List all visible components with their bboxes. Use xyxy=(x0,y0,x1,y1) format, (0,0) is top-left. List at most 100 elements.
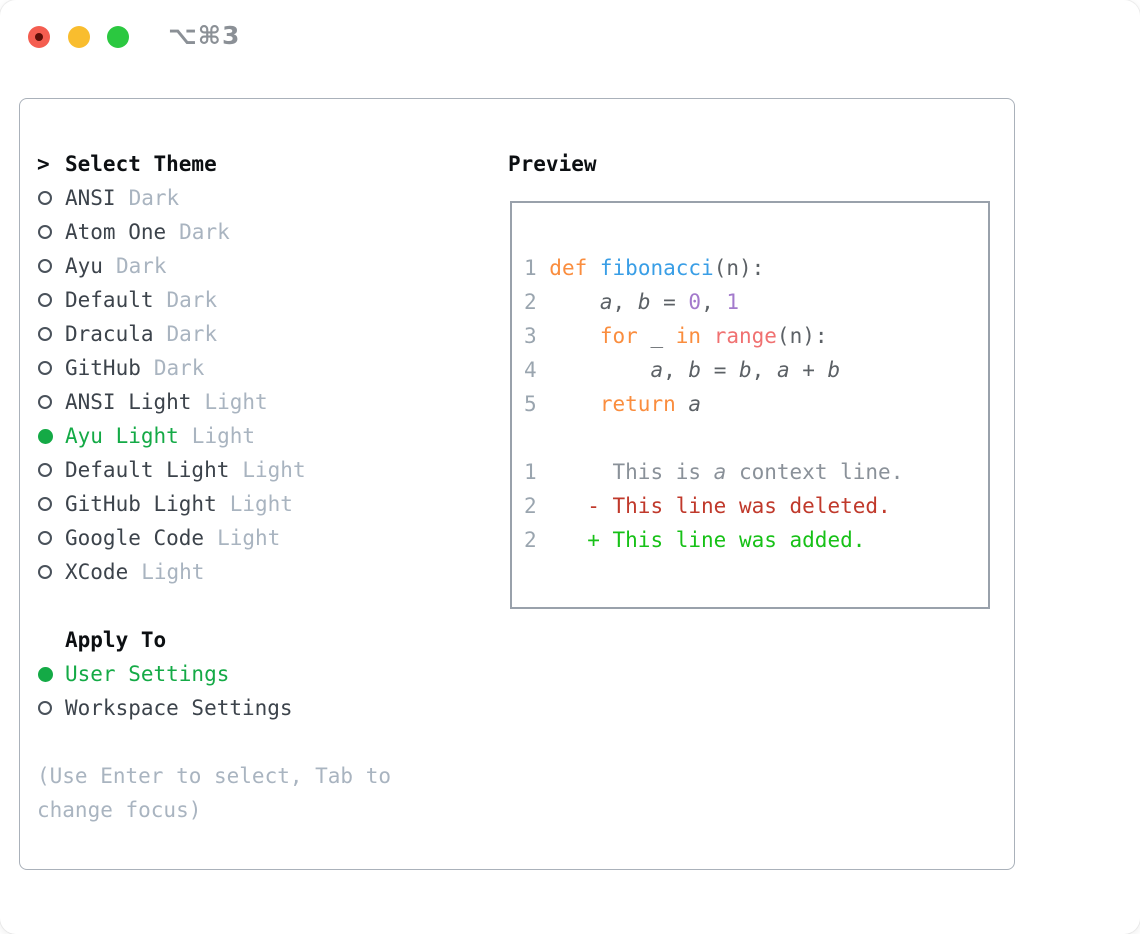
code-token: b xyxy=(827,358,841,382)
code-token: (n): xyxy=(776,324,828,348)
code-token: b xyxy=(637,290,651,314)
apply-to-option[interactable]: User Settings xyxy=(37,657,391,691)
code-line: 1 def fibonacci(n): xyxy=(524,251,978,285)
code-token: _ xyxy=(637,324,676,348)
code-token xyxy=(587,256,600,280)
radio-slot xyxy=(37,361,65,375)
code-token: b xyxy=(688,358,702,382)
radio-slot xyxy=(37,565,65,579)
code-token xyxy=(549,324,600,348)
spacer xyxy=(37,589,391,623)
code-token: fibonacci xyxy=(599,256,714,280)
code-token: 4 xyxy=(524,358,550,382)
code-token xyxy=(549,290,600,314)
prompt-caret-icon: > xyxy=(37,152,50,176)
radio-icon xyxy=(38,293,52,307)
hint-text: (Use Enter to select, Tab to xyxy=(37,764,392,788)
radio-icon xyxy=(38,497,52,511)
code-line: 2 - This line was deleted. xyxy=(524,489,978,523)
theme-option[interactable]: GitHub Light Light xyxy=(37,487,391,521)
code-line: 2 + This line was added. xyxy=(524,523,978,557)
code-token: 0 xyxy=(688,290,702,314)
apply-to-option-name: User Settings xyxy=(65,662,230,686)
code-token: = xyxy=(650,290,689,314)
code-token: 3 xyxy=(524,324,550,348)
radio-icon xyxy=(38,463,52,477)
theme-option-name: Default xyxy=(65,288,154,312)
apply-to-option-name: Workspace Settings xyxy=(65,696,293,720)
apply-to-option[interactable]: Workspace Settings xyxy=(37,691,391,725)
theme-option-tag: Light xyxy=(191,424,256,448)
code-token: + This line was added. xyxy=(549,528,866,552)
radio-slot xyxy=(37,395,65,409)
theme-option-tag: Light xyxy=(141,560,205,584)
apply-to-title: Apply To xyxy=(65,628,167,652)
radio-icon xyxy=(38,395,52,409)
theme-option[interactable]: ANSI Light Light xyxy=(37,385,391,419)
code-line: 4 a, b = b, a + b xyxy=(524,353,978,387)
radio-slot xyxy=(37,428,65,444)
radio-slot xyxy=(37,225,65,239)
code-token: context line. xyxy=(726,460,904,484)
code-token xyxy=(549,392,600,416)
radio-slot xyxy=(37,191,65,205)
code-token: 2 xyxy=(524,528,550,552)
theme-list-title: Select Theme xyxy=(65,152,217,176)
radio-icon xyxy=(38,191,52,205)
prompt-slot: > xyxy=(37,152,65,176)
code-token: 1 xyxy=(524,460,550,484)
code-token: a xyxy=(713,460,727,484)
titlebar: ⌥⌘3 xyxy=(0,0,1140,74)
code-token: range xyxy=(713,324,777,348)
theme-option-tag: Light xyxy=(229,492,293,516)
minimize-button[interactable] xyxy=(68,26,90,48)
radio-icon xyxy=(38,565,52,579)
spacer xyxy=(37,725,391,759)
code-token: for xyxy=(599,324,638,348)
radio-slot xyxy=(37,531,65,545)
theme-option-name: Ayu xyxy=(65,254,103,278)
theme-option-tag: Light xyxy=(204,390,268,414)
code-token xyxy=(701,324,714,348)
zoom-button[interactable] xyxy=(107,26,129,48)
code-token: - This line was deleted. xyxy=(549,494,891,518)
theme-option[interactable]: Default Light Light xyxy=(37,453,391,487)
radio-icon xyxy=(38,361,52,375)
code-token: + xyxy=(789,358,828,382)
code-line xyxy=(524,421,978,455)
radio-slot xyxy=(37,666,65,682)
code-line: 3 for _ in range(n): xyxy=(524,319,978,353)
radio-slot xyxy=(37,463,65,477)
code-line: 1 This is a context line. xyxy=(524,455,978,489)
theme-option-name: GitHub Light xyxy=(65,492,217,516)
radio-icon xyxy=(38,531,52,545)
radio-slot xyxy=(37,497,65,511)
code-token: This is xyxy=(549,460,714,484)
theme-option-name: ANSI Light xyxy=(65,390,192,414)
radio-slot xyxy=(37,293,65,307)
code-token: = xyxy=(701,358,739,382)
theme-option-tag: Light xyxy=(242,458,306,482)
code-token: 1 xyxy=(524,256,550,280)
code-token: 5 xyxy=(524,392,550,416)
theme-option-name: Default Light xyxy=(65,458,230,482)
close-button[interactable] xyxy=(28,26,50,48)
code-token: , xyxy=(612,290,638,314)
code-token: a xyxy=(776,358,790,382)
radio-slot xyxy=(37,259,65,273)
radio-icon xyxy=(38,225,52,239)
code-token: in xyxy=(675,324,702,348)
